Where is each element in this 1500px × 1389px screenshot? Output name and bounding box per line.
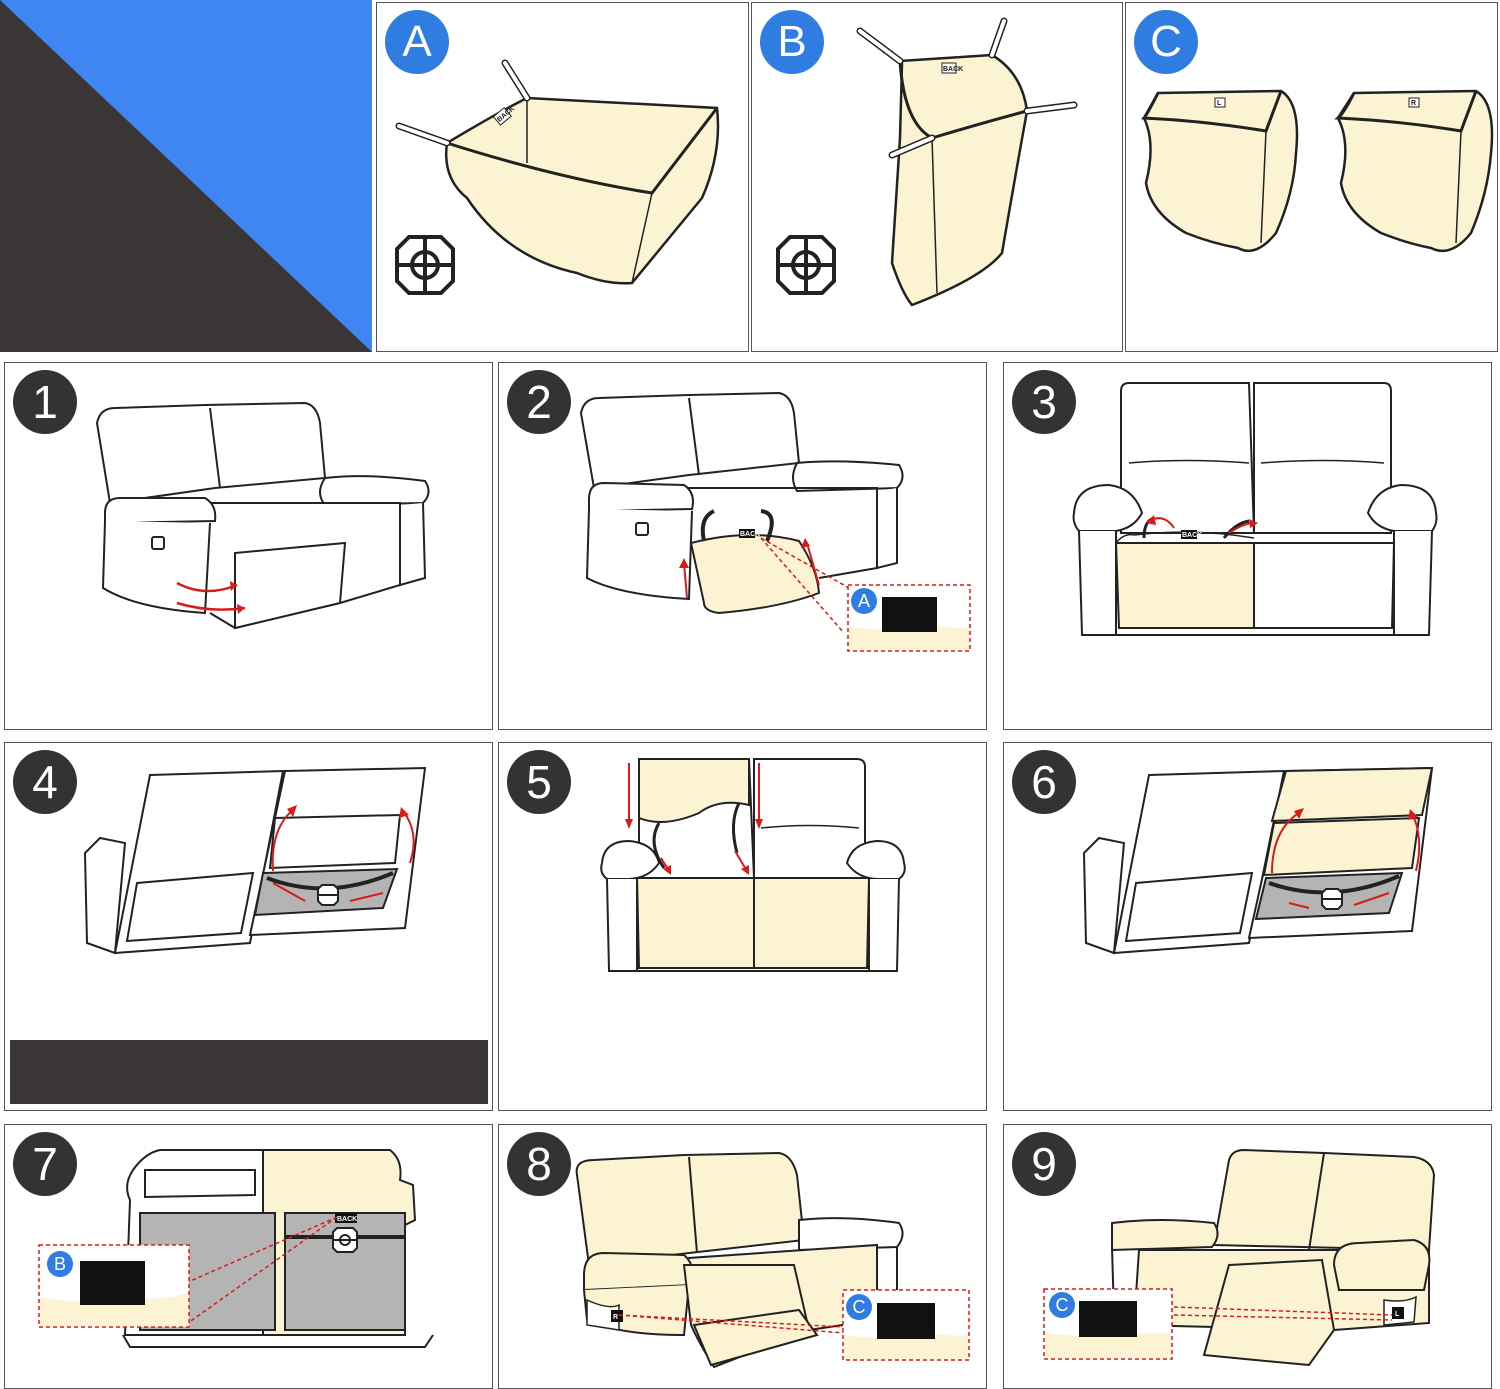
part-b-badge: B [760, 10, 824, 74]
step-9-illustration: L [1043, 1148, 1436, 1367]
buckle-icon [317, 884, 339, 906]
part-c-illustration: L R [1140, 89, 1494, 253]
step-4-dark-bar [10, 1040, 488, 1104]
step-8-illustration: R [575, 1151, 970, 1369]
step-6-panel: 6 [1003, 742, 1492, 1111]
part-b-illustration: BACK [776, 17, 1078, 307]
step-1-illustration [95, 401, 430, 630]
step-2-illustration: BACK [579, 391, 971, 652]
step-9-panel: 9 L C [1003, 1124, 1492, 1389]
step-8-panel: 8 R C [498, 1124, 987, 1389]
part-c-badge: C [1134, 10, 1198, 74]
part-b-panel: B BACK [751, 2, 1123, 352]
buckle-icon [332, 1227, 358, 1253]
buckle-icon [395, 235, 455, 295]
step-4-badge: 4 [13, 750, 77, 814]
step-2-badge: 2 [507, 370, 571, 434]
part-a-illustration: BACK [395, 59, 720, 295]
step-7-badge: 7 [13, 1132, 77, 1196]
buckle-icon [776, 235, 836, 295]
step-7-panel: 7 BACK B [4, 1124, 493, 1389]
step-5-badge: 5 [507, 750, 571, 814]
armrest-cover-right: R [1334, 89, 1494, 253]
step-8-callout-badge: C [846, 1294, 872, 1320]
part-b-back-tag: BACK [943, 66, 963, 73]
step-4-panel: 4 [4, 742, 493, 1111]
step-7-illustration: BACK [38, 1149, 434, 1348]
part-c-right-tag: R [1411, 100, 1416, 107]
step-9-badge: 9 [1012, 1132, 1076, 1196]
step-1-panel: 1 [4, 362, 493, 730]
step-8-badge: 8 [507, 1132, 571, 1196]
brand-corner-graphic [0, 0, 372, 352]
step-8-side-tag: R [613, 1314, 618, 1321]
step-9-side-tag: L [1395, 1311, 1400, 1318]
step-7-back-tag: BACK [337, 1216, 357, 1223]
step-9-callout-badge: C [1049, 1292, 1075, 1318]
step-3-panel: 3 BACK [1003, 362, 1492, 730]
part-c-panel: C L R [1125, 2, 1498, 352]
step-2-back-tag: BACK [740, 531, 760, 538]
step-3-back-tag: BACK [1182, 532, 1202, 539]
step-3-badge: 3 [1012, 370, 1076, 434]
step-6-badge: 6 [1012, 750, 1076, 814]
step-5-panel: 5 [498, 742, 987, 1111]
part-a-panel: A BACK [376, 2, 749, 352]
step-2-panel: 2 BACK A [498, 362, 987, 730]
part-c-left-tag: L [1217, 100, 1222, 107]
step-3-illustration: BACK [1072, 382, 1438, 636]
step-6-illustration [1082, 766, 1434, 955]
part-a-badge: A [385, 10, 449, 74]
step-2-callout-badge: A [851, 588, 877, 614]
step-7-callout-badge: B [47, 1251, 73, 1277]
step-1-badge: 1 [13, 370, 77, 434]
step-5-illustration [600, 758, 906, 972]
buckle-icon [1321, 888, 1343, 910]
step-4-illustration [83, 766, 427, 955]
armrest-cover-left: L [1140, 89, 1299, 253]
